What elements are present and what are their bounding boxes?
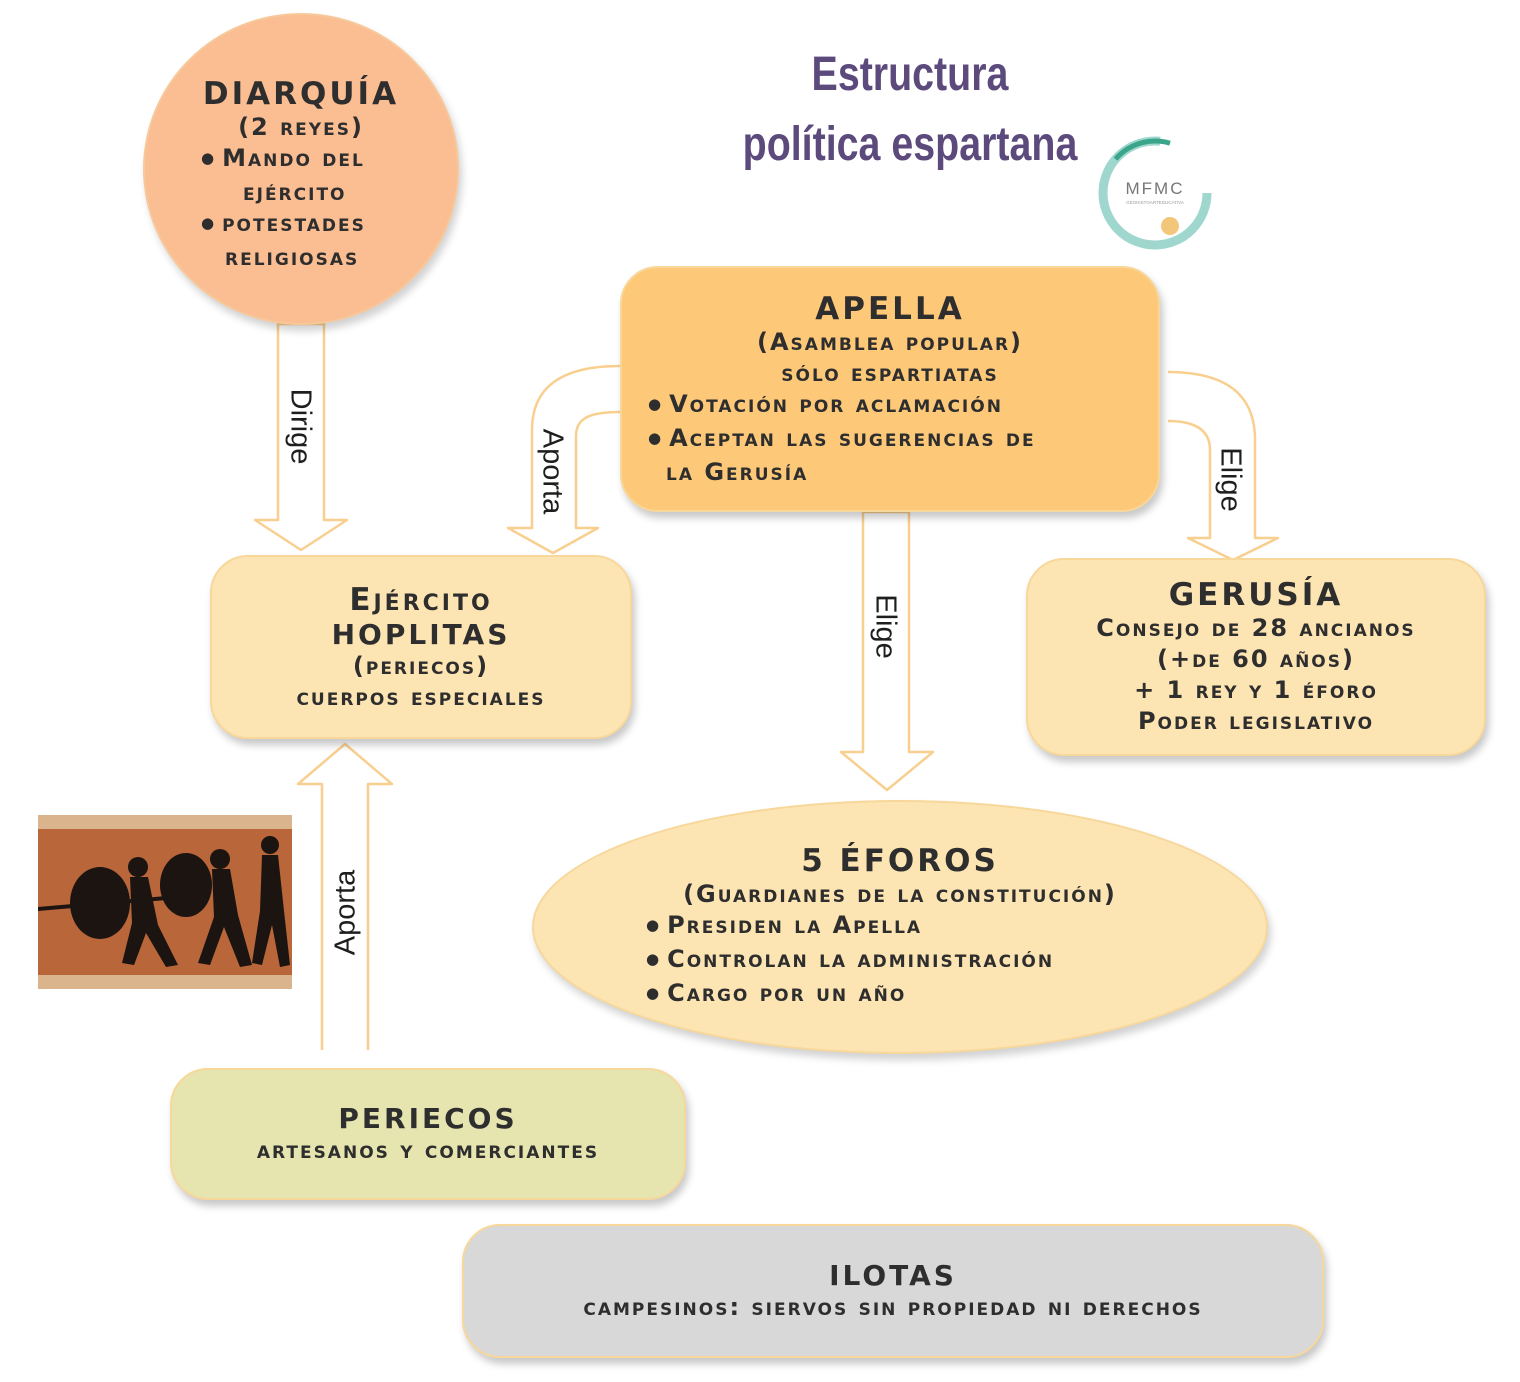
arrow-aporta-apella bbox=[506, 364, 621, 555]
eforos-bullet-3: Cargo por un año bbox=[646, 978, 1154, 1012]
gerusia-line-1: Consejo de 28 ancianos bbox=[1096, 614, 1416, 642]
arrow-label-dirige: Dirige bbox=[284, 388, 317, 465]
arrow-label-aporta-apella: Aporta bbox=[536, 428, 569, 515]
arrow-elige-eforos bbox=[839, 510, 935, 792]
diarquia-bullet-2: potestades bbox=[201, 208, 401, 242]
periecos-line-1: artesanos y comerciantes bbox=[256, 1136, 600, 1164]
eforos-bullets: Presiden la Apella Controlan la administ… bbox=[646, 910, 1154, 1012]
periecos-title: PERIECOS bbox=[338, 1102, 518, 1135]
apella-title: APELLA bbox=[815, 290, 965, 327]
diarquia-bullet-2-cont: religiosas bbox=[225, 242, 360, 271]
arrow-elige-gerusia bbox=[1167, 370, 1280, 562]
node-ilotas: ILOTAS campesinos: siervos sin propiedad… bbox=[462, 1224, 1324, 1358]
title-line-1: Estructura bbox=[811, 48, 1009, 101]
apella-bullet-2: Aceptan las sugerencias de bbox=[648, 423, 1132, 457]
node-diarquia: DIARQUÍA (2 reyes) Mando del ejército po… bbox=[143, 13, 459, 325]
diarquia-bullet-1: Mando del bbox=[201, 143, 401, 177]
ilotas-line-1: campesinos: siervos sin propiedad ni der… bbox=[583, 1293, 1203, 1321]
arrow-dirige bbox=[253, 322, 349, 552]
arrow-label-aporta-periecos: Aporta bbox=[329, 869, 362, 956]
greek-warriors-image bbox=[38, 815, 292, 989]
eforos-bullet-1: Presiden la Apella bbox=[646, 910, 1154, 944]
node-periecos: PERIECOS artesanos y comerciantes bbox=[170, 1068, 686, 1200]
arrow-aporta-periecos bbox=[296, 742, 394, 1050]
node-eforos: 5 ÉFOROS (Guardianes de la constitución)… bbox=[532, 800, 1268, 1054]
diarquia-bullet-1-cont: ejército bbox=[243, 177, 347, 206]
apella-line-2: sólo espartiatas bbox=[781, 358, 999, 387]
node-apella: APELLA (Asamblea popular) sólo espartiat… bbox=[620, 266, 1160, 512]
diarquia-title: DIARQUÍA bbox=[202, 75, 400, 112]
title-line-2: política espartana bbox=[742, 118, 1078, 171]
gerusia-line-2: (+de 60 años) bbox=[1157, 645, 1355, 673]
ilotas-title: ILOTAS bbox=[829, 1259, 957, 1292]
logo-face-icon bbox=[1161, 217, 1179, 235]
ejercito-line-1: HOPLITAS bbox=[331, 617, 511, 651]
logo-text: MFMC bbox=[1126, 179, 1185, 198]
apella-bullet-2-cont: la Gerusía bbox=[666, 457, 809, 486]
eforos-line-1: (Guardianes de la constitución) bbox=[683, 879, 1117, 908]
eforos-title: 5 ÉFOROS bbox=[801, 842, 999, 879]
gerusia-title: GERUSÍA bbox=[1168, 577, 1344, 613]
node-ejercito: Ejército HOPLITAS (periecos) cuerpos esp… bbox=[210, 555, 632, 739]
diarquia-subtitle: (2 reyes) bbox=[238, 112, 364, 141]
node-gerusia: GERUSÍA Consejo de 28 ancianos (+de 60 a… bbox=[1026, 558, 1486, 756]
apella-line-1: (Asamblea popular) bbox=[757, 327, 1023, 356]
arrow-label-elige-gerusia: Elige bbox=[1214, 447, 1247, 512]
eforos-bullet-2: Controlan la administración bbox=[646, 944, 1154, 978]
gerusia-line-4: Poder legislativo bbox=[1137, 707, 1375, 735]
ejercito-line-2: (periecos) bbox=[352, 651, 490, 680]
gerusia-line-3: + 1 rey y 1 éforo bbox=[1134, 676, 1378, 704]
mfmc-logo: MFMC GEOHISTOARTEDUCATIVA bbox=[1098, 136, 1212, 250]
ejercito-title: Ejército bbox=[349, 581, 493, 618]
diarquia-bullets: Mando del ejército potestades religiosas bbox=[201, 143, 401, 273]
apella-bullet-1: Votación por aclamación bbox=[648, 389, 1132, 423]
ejercito-line-3: cuerpos especiales bbox=[296, 682, 546, 711]
diagram-title: Estructura política espartana bbox=[738, 40, 1082, 180]
logo-subtext: GEOHISTOARTEDUCATIVA bbox=[1126, 200, 1184, 205]
arrow-label-elige-eforos: Elige bbox=[869, 594, 902, 659]
